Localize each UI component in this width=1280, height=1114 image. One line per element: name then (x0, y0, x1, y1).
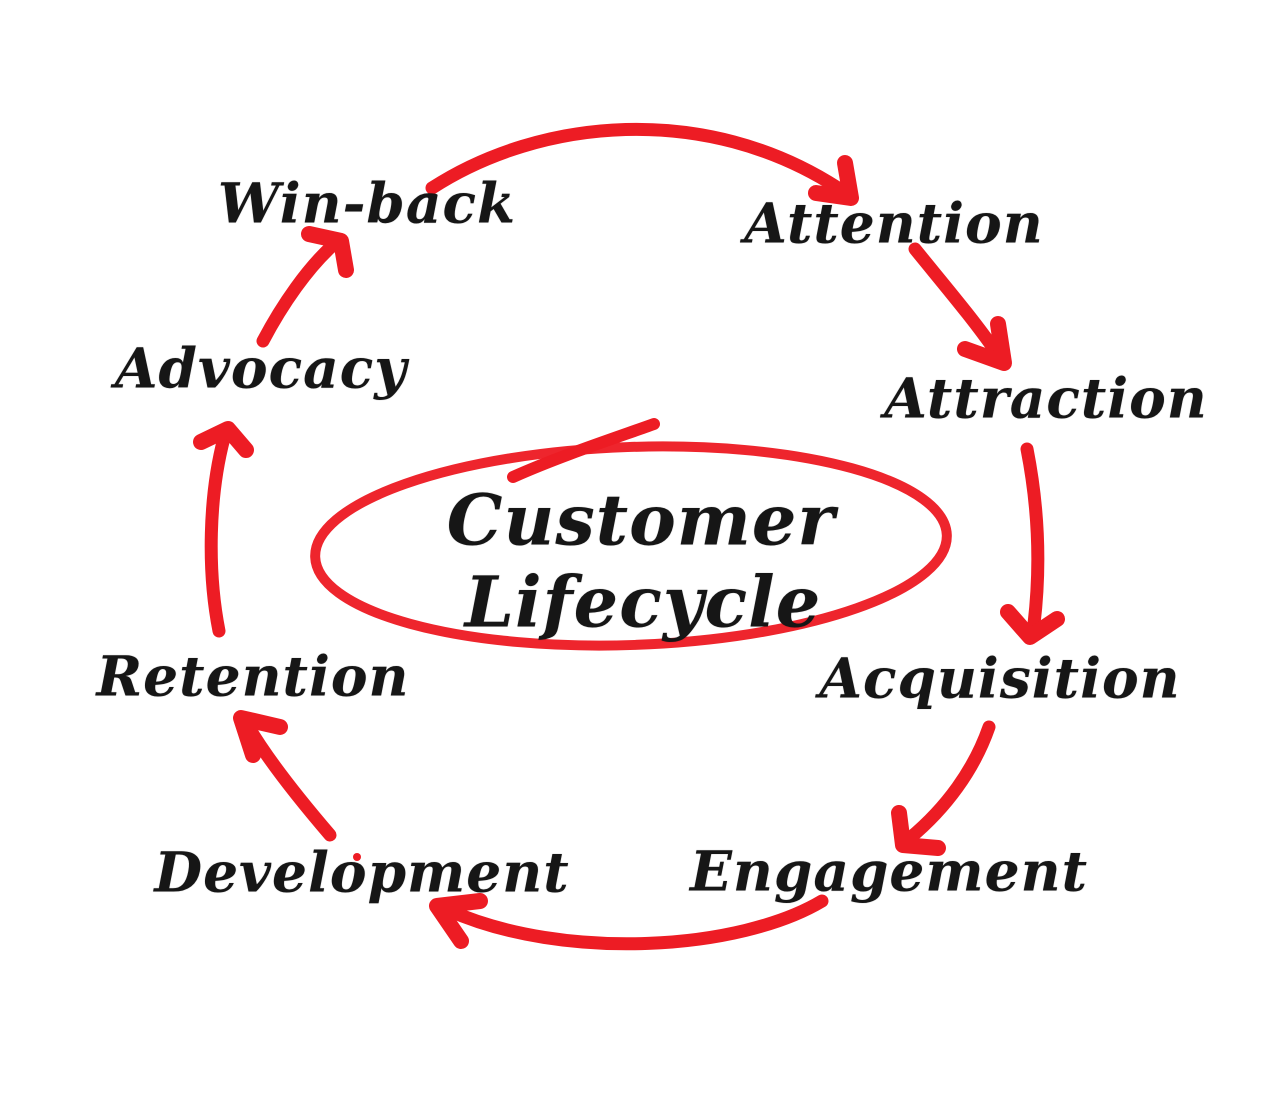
stage-label-retention: Retention (96, 643, 410, 709)
stage-label-development: Development (154, 839, 570, 905)
stage-label-attraction: Attraction (884, 365, 1208, 431)
center-title-line1: Customer (446, 478, 836, 562)
arrow-acquisition-to-engagement (903, 720, 996, 845)
highlight-swoosh-stroke (507, 418, 660, 483)
arrowhead-development-to-retention (233, 710, 288, 763)
arrow-retention-to-advocacy (204, 431, 231, 638)
arrowhead-winback-to-attention (808, 155, 859, 206)
arrowhead-retention-to-advocacy (193, 421, 254, 458)
arrowhead-attention-to-attraction (957, 316, 1012, 371)
center-highlight-ellipse (310, 441, 952, 651)
stage-label-win-back: Win-back (217, 170, 517, 236)
arrow-advocacy-to-winback (256, 239, 339, 348)
arrow-engagement-to-development (441, 894, 829, 951)
arrowhead-engagement-to-development (429, 893, 488, 949)
stage-label-advocacy: Advocacy (114, 335, 408, 401)
arrowhead-acquisition-to-engagement (891, 805, 946, 856)
arrowhead-advocacy-to-winback (301, 226, 354, 278)
stage-label-engagement: Engagement (689, 838, 1089, 904)
arrowhead-attraction-to-acquisition (1000, 604, 1065, 645)
center-title-line2: Lifecycle (464, 560, 822, 644)
stage-label-attention: Attention (744, 190, 1044, 256)
arrow-winback-to-attention (425, 122, 845, 195)
arrow-attention-to-attraction (908, 242, 1003, 359)
stray-ink-dot (353, 853, 361, 861)
arrow-development-to-retention (241, 719, 337, 842)
stage-label-acquisition: Acquisition (819, 645, 1181, 711)
arrow-attraction-to-acquisition (1020, 442, 1045, 631)
